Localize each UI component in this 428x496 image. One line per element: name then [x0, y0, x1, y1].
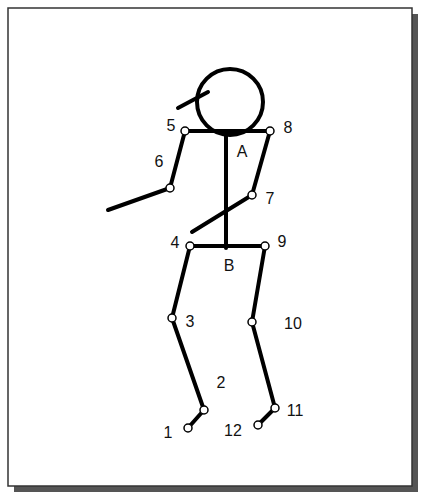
- callout-label: 11: [287, 403, 304, 419]
- joint: [248, 318, 256, 326]
- joint: [186, 242, 194, 250]
- callout-label: 12: [224, 423, 242, 439]
- joint: [181, 127, 189, 135]
- right-leg: [252, 246, 275, 425]
- callout-label: 8: [284, 120, 293, 136]
- callout-label: 1: [164, 425, 173, 441]
- callout-label: 7: [266, 191, 275, 207]
- left-leg: [172, 246, 204, 428]
- head: [197, 69, 263, 135]
- callout-label: 9: [278, 234, 287, 250]
- joint: [261, 242, 269, 250]
- callout-label: 3: [186, 314, 195, 330]
- right-arm: [192, 131, 270, 232]
- joint: [200, 406, 208, 414]
- frame: [8, 8, 412, 486]
- joint: [271, 404, 279, 412]
- spine: [224, 135, 228, 248]
- callout-label: 4: [171, 235, 180, 251]
- callout-label: B: [224, 258, 235, 274]
- callout-label: 10: [284, 316, 302, 332]
- callout-label: 6: [155, 154, 164, 170]
- left-arm: [108, 131, 185, 210]
- mouth: [178, 92, 208, 108]
- callout-label: A: [237, 144, 248, 160]
- joint: [184, 424, 192, 432]
- callout-label: 5: [167, 118, 176, 134]
- hips: [190, 244, 265, 248]
- shoulders: [185, 129, 270, 133]
- joint: [254, 421, 262, 429]
- joint: [266, 127, 274, 135]
- callout-label: 2: [217, 375, 226, 391]
- joint: [248, 191, 256, 199]
- joint: [168, 314, 176, 322]
- joint: [166, 184, 174, 192]
